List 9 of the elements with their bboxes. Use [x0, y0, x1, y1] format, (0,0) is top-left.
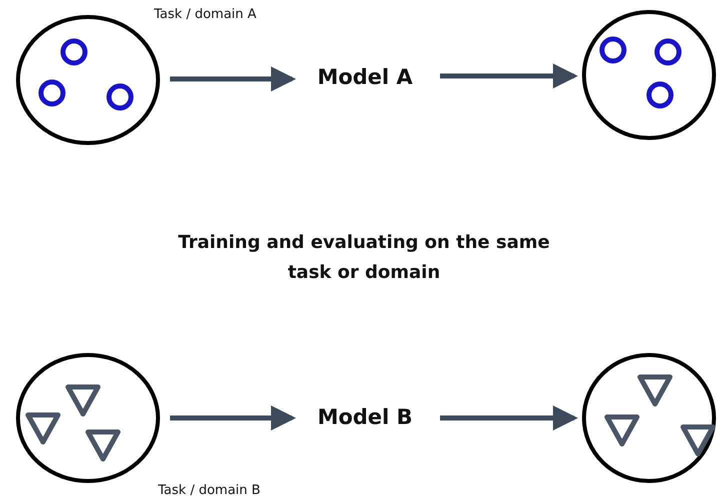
- model-label: Model B: [317, 405, 413, 429]
- arrow: [440, 64, 578, 88]
- domain-label: Task / domain B: [158, 483, 260, 498]
- caption-text: Training and evaluating on the same task or domain: [177, 231, 551, 285]
- domain-label: Task / domain A: [154, 7, 256, 22]
- arrow: [170, 66, 296, 92]
- model-label: Model A: [317, 65, 413, 89]
- arrow: [440, 406, 578, 430]
- arrow: [170, 406, 296, 430]
